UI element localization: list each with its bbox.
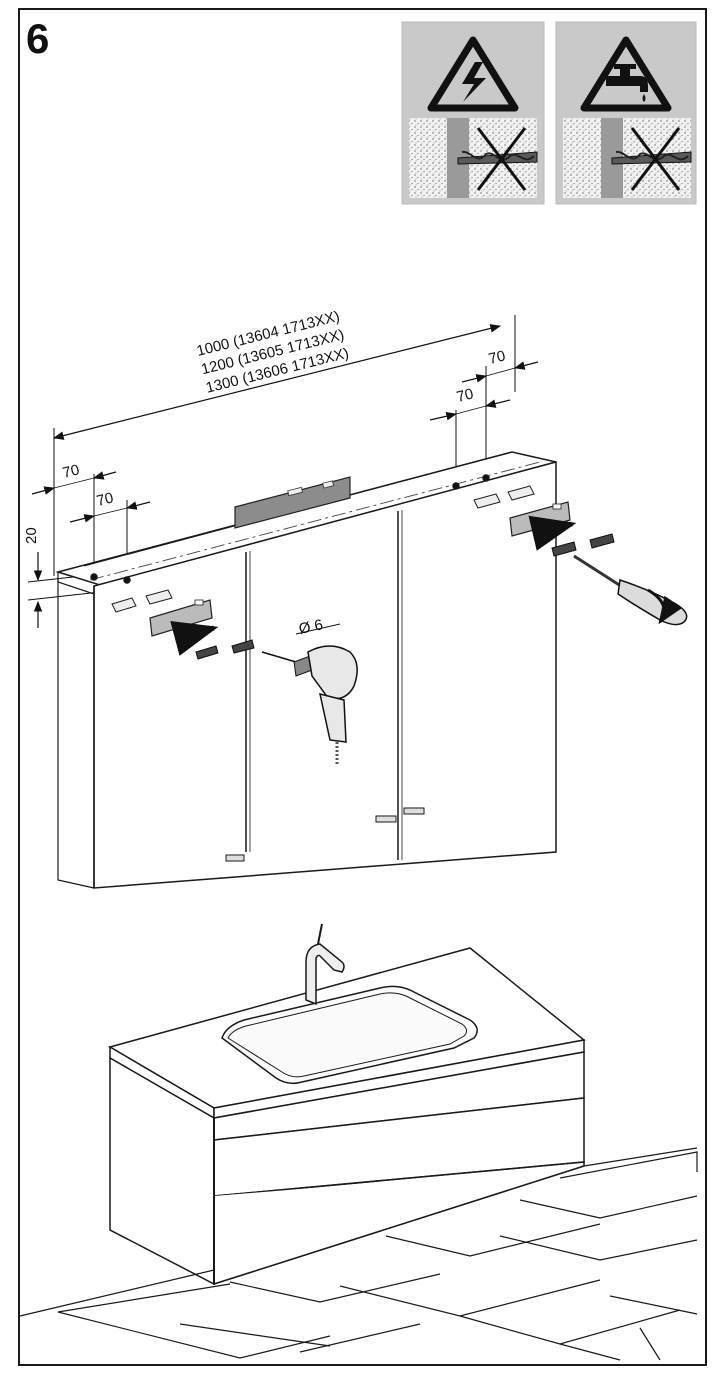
page-frame: [18, 8, 707, 1366]
lightning-warning-icon: [427, 36, 519, 112]
drill-bit-icon: [457, 150, 538, 165]
left-inner-offset-label: 70: [95, 489, 115, 510]
left-offset-dimension: 70 70: [31, 461, 151, 580]
floor-tiles: [19, 1147, 698, 1361]
forbidden-cross-icon: [476, 127, 527, 191]
drill-icon: Ø 6: [261, 616, 358, 766]
drill-diameter-label: Ø 6: [297, 616, 324, 638]
left-offset-label: 70: [61, 461, 81, 482]
right-mounting-hardware: [473, 485, 615, 557]
dowel-icon: [111, 589, 173, 613]
step-number: 6: [26, 15, 50, 62]
faucet-icon: [305, 923, 345, 1006]
screwdriver-icon: [573, 554, 688, 626]
height-offset-dimension: 20: [23, 527, 101, 628]
vanity-unit: [108, 947, 586, 1286]
drill-bit-icon-2: [611, 150, 692, 165]
electric-warning-pictogram: [401, 21, 545, 205]
right-offset-label: 70: [487, 347, 507, 368]
forbidden-cross-icon-2: [630, 127, 681, 191]
left-mounting-hardware: [111, 589, 255, 660]
spirit-level: [234, 476, 351, 529]
tap-warning-icon: [580, 36, 672, 112]
screw-icon-right: [551, 533, 615, 557]
dowel-icon-right: [473, 485, 535, 509]
right-inner-offset-label: 70: [455, 385, 475, 406]
height-offset-label: 20: [23, 527, 40, 544]
water-warning-pictogram: [555, 21, 697, 205]
